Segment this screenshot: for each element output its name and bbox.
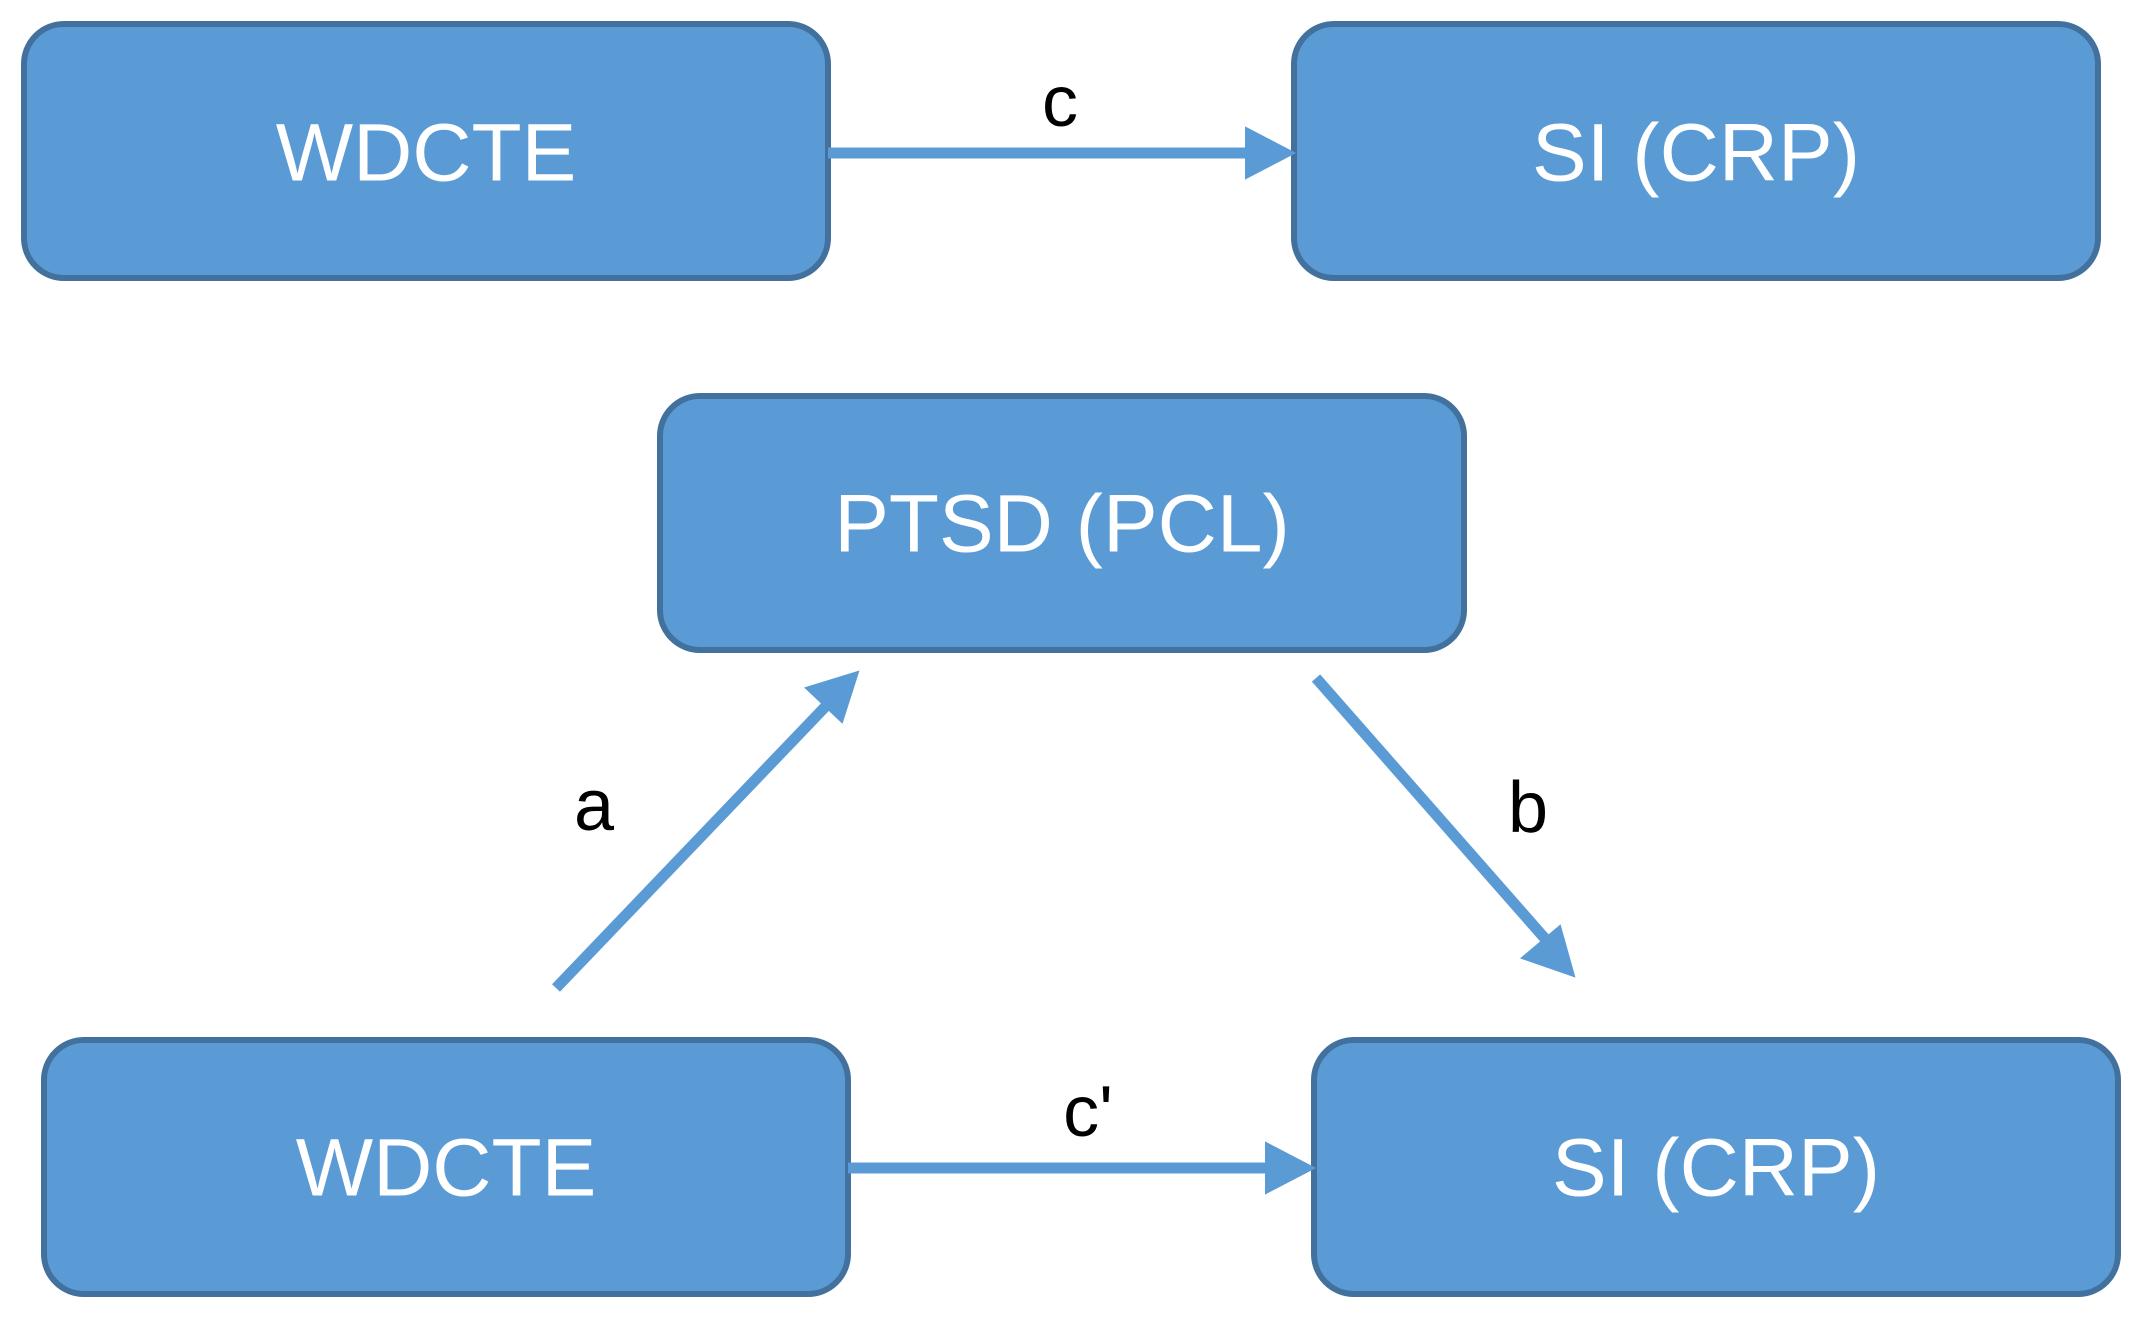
node-total-predictor-label: WDCTE: [276, 108, 577, 199]
node-mediation-predictor: WDCTE: [41, 1037, 851, 1297]
node-mediation-predictor-label: WDCTE: [296, 1123, 597, 1214]
node-mediator-label: PTSD (PCL): [834, 479, 1290, 570]
arrow-path-a: [552, 670, 860, 992]
label-path-a: a: [574, 766, 615, 846]
arrow-path-c: [828, 126, 1297, 180]
label-path-b: b: [1508, 768, 1548, 848]
label-path-c: c: [1042, 62, 1078, 142]
node-total-predictor: WDCTE: [21, 21, 831, 281]
node-mediation-outcome-label: SI (CRP): [1552, 1123, 1880, 1214]
arrow-path-c-prime: [848, 1141, 1317, 1195]
label-path-c-prime: c': [1063, 1072, 1113, 1152]
node-mediator: PTSD (PCL): [657, 393, 1467, 653]
node-mediation-outcome: SI (CRP): [1311, 1037, 2121, 1297]
arrow-path-b: [1311, 674, 1576, 978]
node-total-outcome: SI (CRP): [1291, 21, 2101, 281]
node-total-outcome-label: SI (CRP): [1532, 108, 1860, 199]
